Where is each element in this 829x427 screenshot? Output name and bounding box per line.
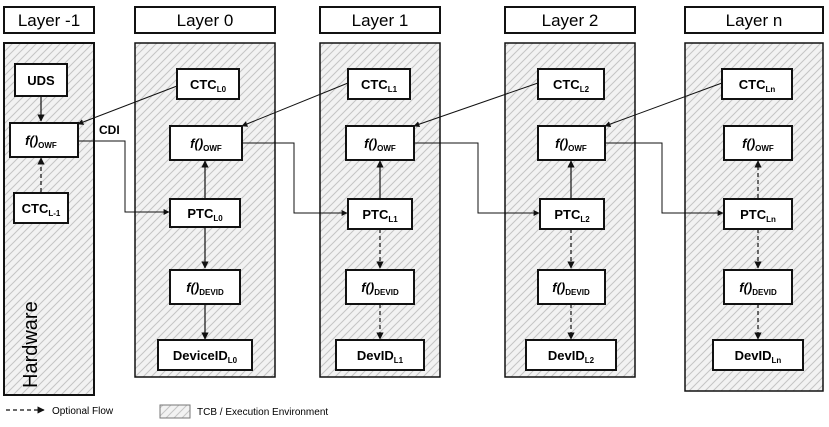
svg-text:f()DEVID: f()DEVID bbox=[739, 280, 777, 297]
owf-l2-to-ptc-ln bbox=[605, 142, 724, 216]
svg-text:DevIDL1: DevIDL1 bbox=[357, 348, 404, 365]
svg-text:f()OWF: f()OWF bbox=[364, 136, 396, 153]
svg-text:f()OWF: f()OWF bbox=[555, 136, 587, 153]
svg-text:PTCL1: PTCL1 bbox=[362, 207, 398, 224]
svg-text:f()OWF: f()OWF bbox=[742, 136, 774, 153]
hardware-label: Hardware bbox=[20, 301, 42, 388]
owf-l0-to-ptc-l1 bbox=[242, 142, 348, 216]
cdi-label: CDI bbox=[99, 123, 120, 137]
svg-text:Layer n: Layer n bbox=[726, 11, 783, 30]
svg-text:DeviceIDL0: DeviceIDL0 bbox=[173, 348, 238, 365]
devid-box-l1: DevIDL1 bbox=[335, 339, 425, 371]
ctc-box-lm1: CTCL-1 bbox=[13, 192, 69, 224]
ctc-l0-to-owf-lm1-arrow bbox=[77, 85, 178, 125]
svg-text:CTCL1: CTCL1 bbox=[361, 77, 398, 94]
svg-text:f()OWF: f()OWF bbox=[25, 133, 57, 150]
fdevid-box-l1: f()DEVID bbox=[345, 269, 415, 305]
svg-text:f()DEVID: f()DEVID bbox=[552, 280, 590, 297]
owf-box-ln: f()OWF bbox=[723, 125, 793, 161]
ctc-box-l0: CTCL0 bbox=[176, 68, 240, 100]
uds-box: UDS bbox=[14, 63, 68, 97]
fdevid-box-l0: f()DEVID bbox=[169, 269, 241, 305]
legend-tcb: TCB / Execution Environment bbox=[159, 404, 328, 419]
svg-text:DevIDLn: DevIDLn bbox=[735, 348, 782, 365]
layer-header-1: Layer 1 bbox=[319, 6, 441, 34]
legend-optional-flow: Optional Flow bbox=[6, 406, 114, 417]
fdevid-box-l2: f()DEVID bbox=[537, 269, 606, 305]
svg-text:PTCL0: PTCL0 bbox=[187, 206, 223, 223]
svg-text:Optional Flow: Optional Flow bbox=[52, 406, 114, 417]
svg-text:f()DEVID: f()DEVID bbox=[186, 280, 224, 297]
deviceid-box-l0: DeviceIDL0 bbox=[157, 339, 253, 371]
svg-text:CTCLn: CTCLn bbox=[739, 77, 776, 94]
owf-box-l0: f()OWF bbox=[169, 125, 243, 161]
devid-box-ln: DevIDLn bbox=[712, 339, 804, 371]
svg-text:PTCLn: PTCLn bbox=[740, 207, 776, 224]
svg-text:f()DEVID: f()DEVID bbox=[361, 280, 399, 297]
svg-text:f()OWF: f()OWF bbox=[190, 136, 222, 153]
svg-text:Layer -1: Layer -1 bbox=[18, 11, 80, 30]
ptc-box-ln: PTCLn bbox=[723, 198, 793, 230]
owf-box-l2: f()OWF bbox=[537, 125, 606, 161]
svg-text:PTCL2: PTCL2 bbox=[554, 207, 590, 224]
ctc-ln-to-owf-l2-arrow bbox=[604, 82, 723, 127]
layer-header-0: Layer 0 bbox=[134, 6, 276, 34]
svg-text:UDS: UDS bbox=[27, 73, 55, 88]
fdevid-box-ln: f()DEVID bbox=[723, 269, 793, 305]
svg-text:Layer 2: Layer 2 bbox=[542, 11, 599, 30]
layer-header-2: Layer 2 bbox=[504, 6, 636, 34]
ctc-box-l1: CTCL1 bbox=[347, 68, 411, 100]
ctc-l2-to-owf-l1-arrow bbox=[413, 82, 539, 128]
svg-text:TCB / Execution Environment: TCB / Execution Environment bbox=[197, 407, 328, 418]
svg-text:Layer 1: Layer 1 bbox=[352, 11, 409, 30]
ptc-box-l0: PTCL0 bbox=[169, 198, 241, 228]
ptc-box-l1: PTCL1 bbox=[347, 198, 413, 230]
svg-text:Layer 0: Layer 0 bbox=[177, 11, 234, 30]
ctc-box-ln: CTCLn bbox=[721, 68, 793, 100]
ctc-l1-to-owf-l0-arrow bbox=[241, 82, 349, 127]
owf-box-l1: f()OWF bbox=[345, 125, 415, 161]
svg-text:CTCL-1: CTCL-1 bbox=[22, 201, 61, 218]
svg-text:CTCL2: CTCL2 bbox=[553, 77, 590, 94]
owf-l1-to-ptc-l2 bbox=[414, 142, 540, 216]
svg-text:DevIDL2: DevIDL2 bbox=[548, 348, 595, 365]
layer-header-n: Layer n bbox=[684, 6, 824, 34]
devid-box-l2: DevIDL2 bbox=[525, 339, 617, 371]
ctc-box-l2: CTCL2 bbox=[537, 68, 605, 100]
owf-box-lm1: f()OWF bbox=[9, 122, 79, 158]
ptc-box-l2: PTCL2 bbox=[539, 198, 605, 230]
svg-text:CTCL0: CTCL0 bbox=[190, 77, 227, 94]
cdi-flow-to-ptc-l0 bbox=[78, 140, 170, 215]
layer-header-minus1: Layer -1 bbox=[3, 6, 95, 34]
